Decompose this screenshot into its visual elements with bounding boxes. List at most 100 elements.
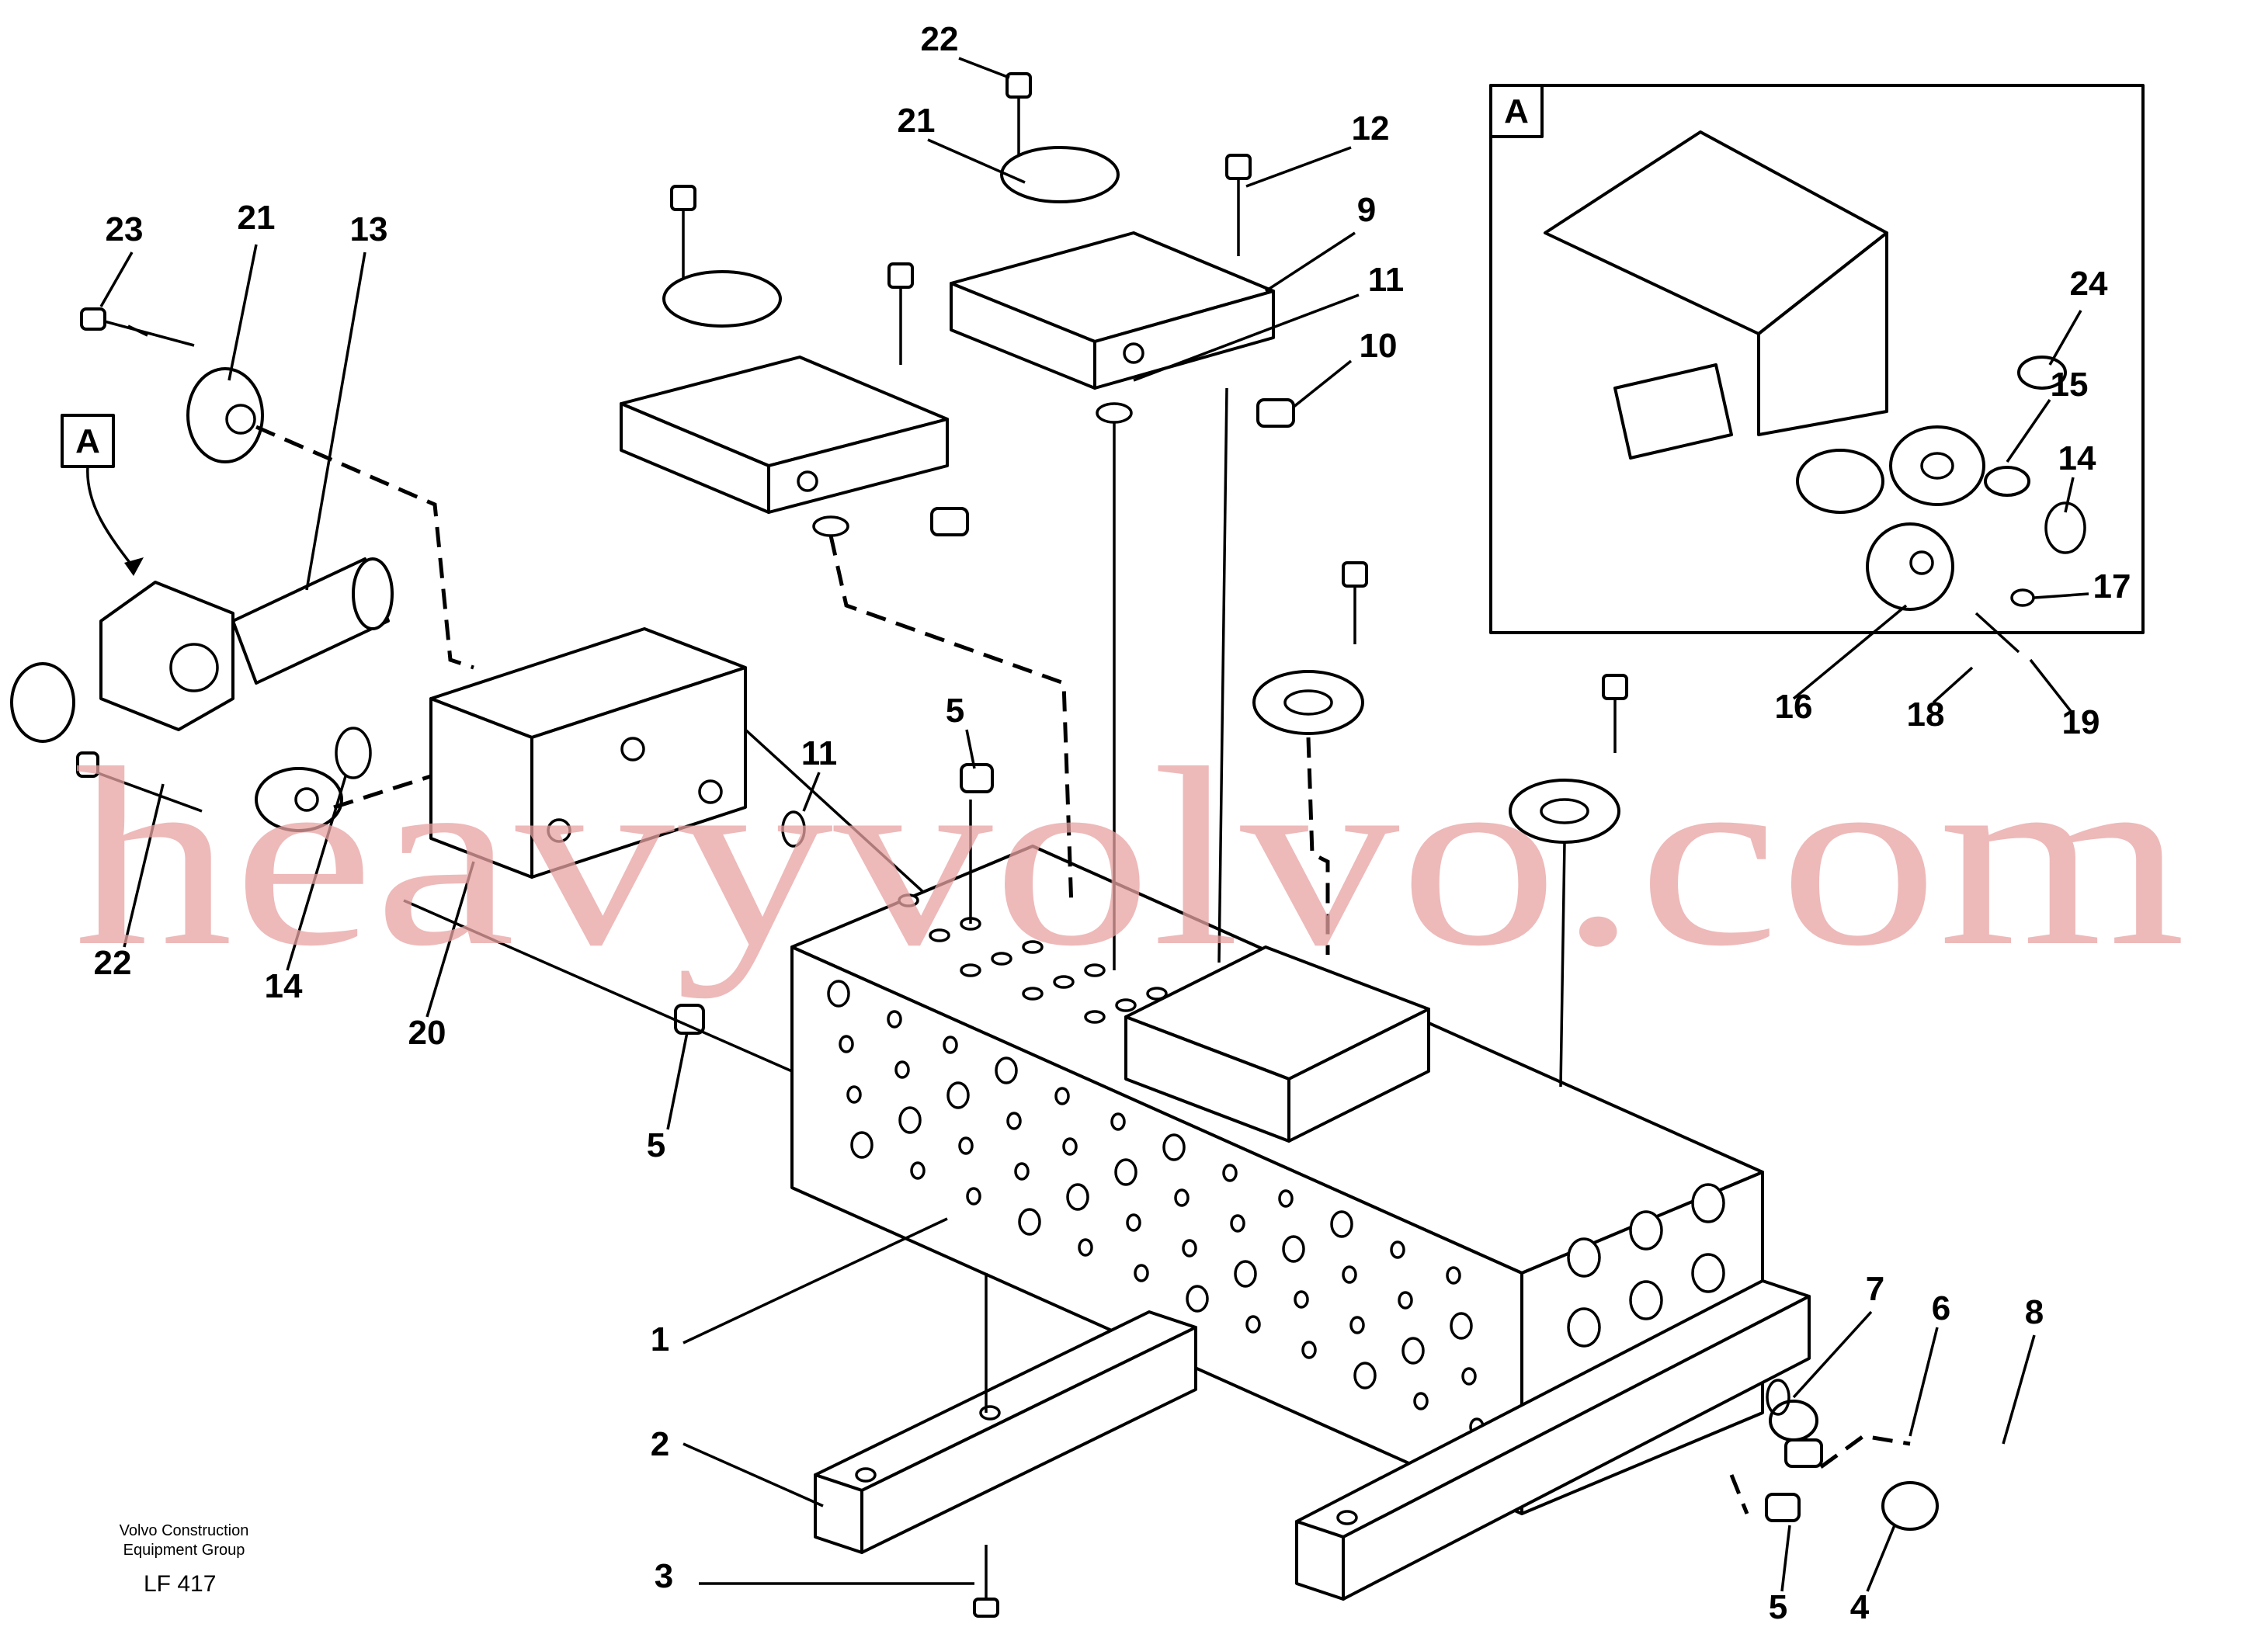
callout-11: 11 (801, 734, 838, 772)
callout-leader-10 (1291, 359, 1353, 409)
port-hole (946, 1081, 970, 1109)
callout-1: 1 (651, 1320, 669, 1358)
callout-14: 14 (265, 967, 303, 1005)
callout-leader-21 (927, 138, 1026, 184)
callout-leader-20 (425, 861, 475, 1018)
port-hole (1162, 1133, 1186, 1161)
end-port (1691, 1183, 1725, 1223)
top-port (1022, 940, 1044, 954)
port-hole (958, 1136, 974, 1155)
callout-14: 14 (2058, 439, 2096, 477)
flange-lower (255, 767, 343, 832)
port-hole (1126, 1213, 1141, 1232)
callout-17: 17 (2093, 567, 2131, 605)
callout-leader-22 (958, 57, 1010, 79)
port-hole (850, 1131, 874, 1159)
watermark: heavyvolvo.com (74, 716, 2186, 999)
callout-leader-23 (99, 252, 134, 307)
end-port (1567, 1237, 1601, 1278)
end-port (1629, 1280, 1663, 1320)
callout-4: 4 (1850, 1588, 1870, 1626)
top-port (1053, 975, 1075, 989)
callout-18: 18 (1907, 696, 1945, 734)
port-hole (898, 1106, 922, 1134)
port-hole (1062, 1137, 1078, 1156)
top-port (929, 928, 950, 942)
port-hole (1330, 1210, 1353, 1238)
callout-7: 7 (1866, 1270, 1884, 1308)
callout-leader-14 (2064, 477, 2075, 513)
callout-15: 15 (2051, 366, 2089, 404)
callout-9: 9 (1357, 191, 1376, 229)
port-hole (1278, 1189, 1294, 1208)
port-hole (1342, 1265, 1357, 1284)
callout-20: 20 (408, 1014, 446, 1052)
callout-leader-7 (1792, 1310, 1873, 1399)
callout-leader-24 (2048, 310, 2082, 366)
callout-leader-12 (1245, 146, 1352, 188)
port-hole (846, 1085, 862, 1104)
port-hole (1461, 1367, 1477, 1386)
mounting-rail (814, 1310, 1197, 1554)
port-hole (1110, 1112, 1126, 1131)
port-hole (887, 1010, 902, 1029)
port-hole (1446, 1266, 1461, 1285)
callout-10: 10 (1360, 327, 1398, 365)
port-hole (1294, 1290, 1309, 1309)
view-a-pointer (61, 414, 144, 576)
end-port (1691, 1253, 1725, 1293)
callout-2: 2 (651, 1425, 669, 1463)
port-hole (1413, 1392, 1429, 1410)
port-hole (1245, 1315, 1261, 1334)
callout-leader-1 (682, 1217, 948, 1344)
port-hole (1282, 1235, 1305, 1263)
end-port (1629, 1210, 1663, 1251)
callout-leader-13 (305, 252, 366, 591)
callout-24: 24 (2070, 265, 2108, 303)
port-hole (1186, 1285, 1209, 1313)
assembly-lines (255, 387, 1911, 1514)
top-port (1022, 987, 1044, 1001)
top-port (898, 893, 919, 907)
callout-leader-18 (1932, 666, 1974, 704)
callout-23: 23 (106, 210, 144, 248)
port-hole (894, 1060, 910, 1079)
callout-22: 22 (94, 944, 132, 982)
detail-view-box (1489, 84, 2145, 654)
callout-leader-11 (1133, 293, 1360, 382)
callout-leader-11 (802, 772, 821, 812)
port-hole (1174, 1188, 1190, 1207)
detail-view-label: A (1504, 92, 1529, 130)
port-hole (943, 1036, 958, 1054)
port-hole (1301, 1341, 1317, 1359)
section-plate (1124, 945, 1430, 1143)
callout-leader-9 (1265, 231, 1356, 293)
callout-19: 19 (2062, 703, 2100, 741)
split-flanges (662, 146, 1620, 844)
callout-leader-21 (227, 244, 258, 381)
callout-leader-8 (2002, 1334, 2036, 1445)
elbow-fitting (10, 557, 394, 743)
main-block-holes (827, 893, 1725, 1436)
port-hole (1353, 1362, 1377, 1389)
bolts (76, 72, 1628, 1618)
valve-section (429, 627, 747, 879)
port-hole (995, 1056, 1018, 1084)
callout-16: 16 (1775, 688, 1813, 726)
mounting-rail-rear (1295, 1279, 1811, 1601)
port-hole (1078, 1238, 1093, 1257)
callout-5: 5 (1769, 1588, 1787, 1626)
o-rings (335, 402, 1133, 848)
port-hole (1182, 1239, 1197, 1258)
callout-leader-16 (1792, 604, 1908, 700)
callout-21: 21 (898, 102, 936, 140)
plugs (674, 398, 1939, 1531)
port-hole (1234, 1260, 1257, 1288)
top-port (1115, 998, 1137, 1012)
port-hole (1349, 1316, 1365, 1334)
port-hole (1006, 1112, 1022, 1130)
port-hole (966, 1187, 981, 1206)
top-port (1084, 1010, 1106, 1024)
